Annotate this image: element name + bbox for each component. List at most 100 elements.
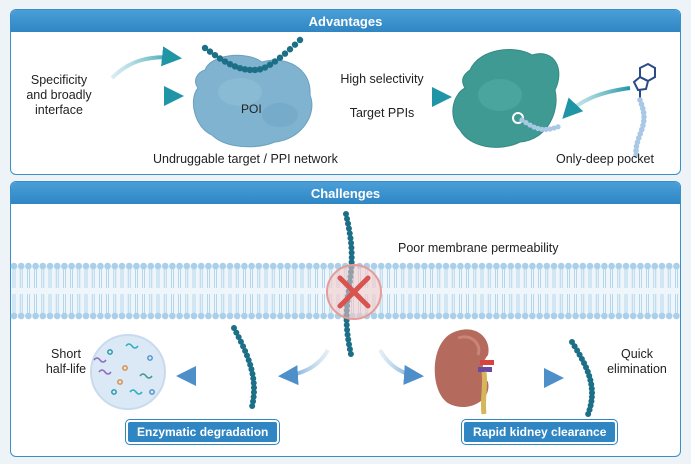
peptide-bead [250, 375, 257, 382]
high-selectivity-label: High selectivity [340, 72, 424, 86]
peptide-bead [348, 259, 355, 266]
halflife-line2: half-life [45, 362, 87, 376]
peptide-bead [240, 343, 247, 350]
enzymatic-degradation-badge: Enzymatic degradation [126, 420, 280, 444]
peptide-bead [344, 331, 351, 338]
advantages-panel: Advantages [10, 9, 681, 175]
peptide-bead [246, 66, 254, 74]
target-ppis-label: Target PPIs [349, 106, 415, 120]
peptide-bead [348, 254, 355, 261]
peptide-bead [638, 101, 645, 108]
molecule-chain [633, 97, 647, 158]
peptide-bead [637, 131, 644, 137]
peptide-bead [250, 393, 257, 400]
challenges-header: Challenges [11, 182, 680, 204]
peptide-bead [296, 36, 304, 44]
peptide-bead [527, 122, 533, 128]
peptide-bead [640, 122, 646, 129]
peptide-bead [348, 244, 355, 251]
peptide-bead [551, 125, 557, 131]
kidney-clearance-badge: Rapid kidney clearance [462, 420, 618, 444]
peptide-bead [345, 336, 352, 343]
enzyme-dish-icon [90, 334, 166, 410]
elimination-label: Quick elimination [598, 347, 676, 377]
peptide-bead [639, 105, 646, 112]
peptide-bead [641, 114, 647, 120]
peptide-bead [539, 126, 545, 132]
small-molecule-icon [632, 62, 656, 98]
no-entry-icon [326, 264, 382, 320]
peptide-bead [248, 366, 255, 373]
peptide-bead [266, 61, 274, 68]
peptide-bead [201, 44, 209, 52]
peptide-bead [555, 124, 561, 130]
peptide-bead [535, 125, 541, 132]
peptide-bead [241, 66, 249, 73]
peptide-bead [237, 338, 244, 345]
degrading-peptide-chain [231, 325, 257, 409]
halflife-label: Short half-life [38, 347, 94, 377]
peptide-bead [281, 50, 289, 57]
challenges-arrows [176, 348, 564, 388]
peptide-bead [249, 403, 256, 409]
peptide-chain-icon [201, 36, 304, 74]
peptide-bead [543, 126, 549, 133]
peptide-bead [221, 58, 229, 65]
peptide-bead [226, 60, 234, 68]
peptide-bead [637, 97, 643, 103]
elimination-line2: elimination [607, 362, 667, 376]
peptide-bead [523, 120, 529, 126]
peptide-bead [271, 58, 279, 65]
peptide-bead [236, 64, 244, 72]
peptide-bead [242, 347, 249, 354]
peptide-bead [633, 147, 639, 154]
peptide-bead [276, 54, 284, 61]
peptide-bead [250, 398, 257, 405]
peptide-bead [261, 64, 269, 71]
peptide-bead [343, 211, 349, 217]
advantages-header: Advantages [11, 10, 680, 32]
peptide-bead [519, 117, 525, 123]
peptide-bead [531, 124, 537, 130]
poi-caption: Undruggable target / PPI network [153, 152, 338, 166]
peptide-bead [216, 55, 224, 62]
peptide-bead [251, 66, 259, 74]
pocket-caption: Only-deep pocket [556, 152, 654, 166]
specificity-line1: Specificity [30, 73, 88, 87]
peptide-bead [346, 341, 353, 348]
elimination-line1: Quick [621, 347, 653, 361]
peptide-bead [345, 225, 352, 232]
advantages-arrows [110, 46, 631, 119]
membrane-label: Poor membrane permeability [398, 241, 559, 255]
peptide-bead [347, 351, 354, 357]
protein-poi-icon [193, 54, 313, 148]
peptide-bead [348, 249, 355, 256]
peptide-bead [347, 235, 354, 242]
peptide-bead [249, 370, 256, 377]
peptide-bead [585, 411, 592, 417]
specificity-label: Specificity and broadly interface [24, 73, 94, 118]
peptide-bead [343, 322, 350, 329]
pocket-peptide-chain [519, 117, 561, 133]
peptide-bead [638, 126, 645, 133]
peptide-bead [345, 220, 352, 227]
peptide-bead [211, 51, 219, 59]
peptide-bead [348, 239, 355, 246]
poi-label: POI [241, 102, 262, 116]
peptide-bead [346, 346, 353, 353]
peptide-bead [235, 334, 242, 341]
peptide-bead [250, 389, 257, 396]
peptide-bead [640, 109, 647, 116]
peptide-bead [247, 361, 254, 368]
specificity-line3: interface [35, 103, 83, 117]
peptide-bead [231, 63, 239, 70]
peptide-bead [346, 230, 353, 237]
specificity-line2: and broadly [26, 88, 92, 102]
peptide-bead [250, 384, 257, 391]
peptide-bead [233, 329, 240, 336]
protein-pocket-icon [452, 49, 560, 148]
peptide-bead [291, 41, 299, 48]
peptide-bead [634, 139, 641, 146]
kidney-icon [434, 329, 494, 415]
